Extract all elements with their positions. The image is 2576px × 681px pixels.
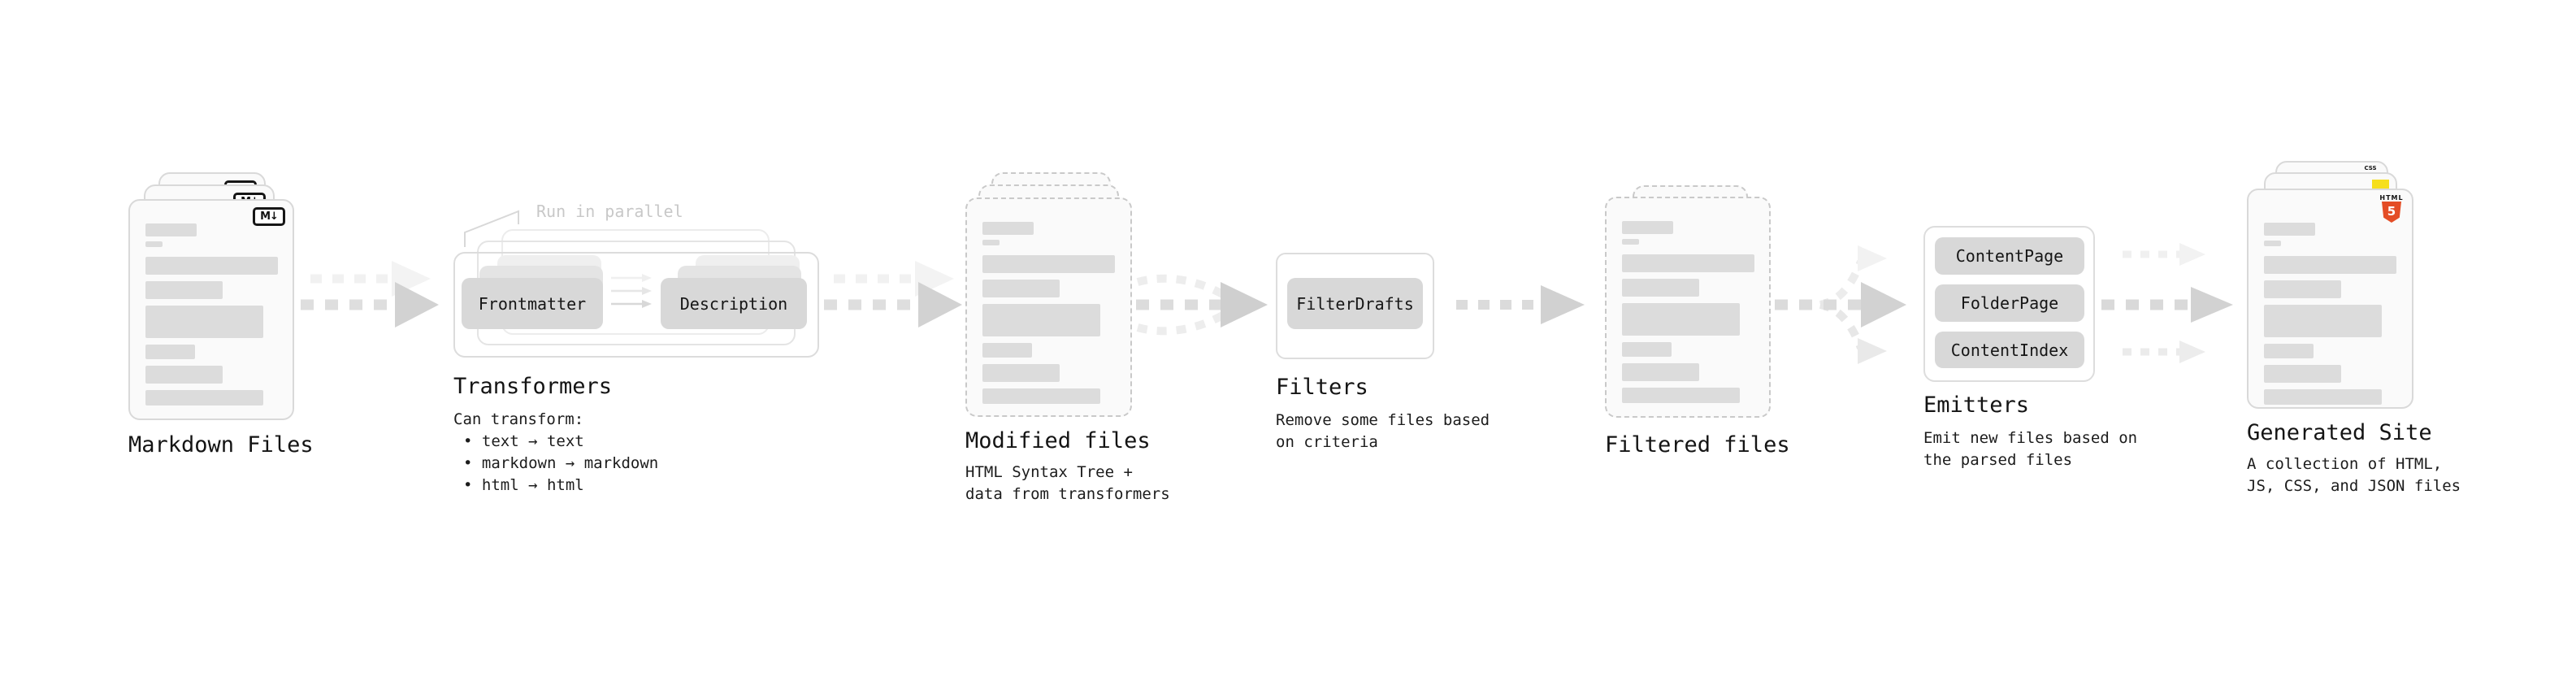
emitter-box-contentpage: ContentPage bbox=[1935, 237, 2084, 275]
markdown-file-card-front: M↓ bbox=[128, 199, 294, 420]
transformer-box-frontmatter: Frontmatter bbox=[462, 278, 603, 329]
flow-arrow-transformers-to-modified bbox=[824, 261, 962, 327]
callout-leader-line bbox=[464, 210, 519, 247]
flow-arrow-modified-to-filters bbox=[1136, 274, 1268, 336]
flow-arrow-emitter-middle bbox=[2101, 287, 2233, 323]
flow-arrow-emitter-bottom bbox=[2123, 340, 2205, 363]
css-icon-label: CSS bbox=[2364, 165, 2377, 171]
html5-icon-label: HTML bbox=[2379, 194, 2404, 202]
html5-icon: HTML 5 bbox=[2379, 194, 2404, 223]
stage-title-filters: Filters bbox=[1276, 375, 1368, 400]
flow-arrow-emitter-top bbox=[2123, 243, 2205, 266]
doc-content-placeholder bbox=[1622, 221, 1754, 403]
js-icon bbox=[2372, 180, 2389, 190]
transformer-frame-front bbox=[453, 252, 819, 358]
emitters-description: Emit new files based on the parsed files bbox=[1923, 427, 2137, 471]
desc-line: data from transformers bbox=[965, 485, 1170, 503]
desc-line: A collection of HTML, bbox=[2247, 455, 2443, 473]
modified-files-description: HTML Syntax Tree + data from transformer… bbox=[965, 462, 1170, 505]
bullet-item: • markdown → markdown bbox=[463, 454, 659, 472]
emitter-box-contentindex: ContentIndex bbox=[1935, 332, 2084, 368]
doc-content-placeholder bbox=[145, 223, 278, 406]
generated-site-description: A collection of HTML, JS, CSS, and JSON … bbox=[2247, 453, 2461, 497]
markdown-icon: M↓ bbox=[253, 207, 285, 226]
filters-description: Remove some files based on criteria bbox=[1276, 410, 1490, 453]
desc-line: JS, CSS, and JSON files bbox=[2247, 477, 2461, 495]
flow-arrow-filters-to-filtered bbox=[1456, 285, 1585, 324]
stage-label-modified-files: Modified files bbox=[965, 428, 1151, 453]
desc-line: HTML Syntax Tree + bbox=[965, 463, 1133, 481]
desc-line: Emit new files based on bbox=[1923, 429, 2138, 447]
stage-title-transformers: Transformers bbox=[453, 374, 613, 399]
generated-file-card-front: HTML 5 bbox=[2247, 189, 2413, 409]
desc-heading: Can transform: bbox=[453, 410, 584, 428]
doc-content-placeholder bbox=[2264, 223, 2396, 405]
desc-line: the parsed files bbox=[1923, 451, 2073, 469]
flow-arrow-filtered-to-emitters bbox=[1775, 245, 1906, 364]
doc-content-placeholder bbox=[982, 222, 1115, 404]
stage-title-emitters: Emitters bbox=[1923, 393, 2030, 418]
html5-shield: 5 bbox=[2382, 202, 2401, 223]
stage-label-generated-site: Generated Site bbox=[2247, 420, 2432, 445]
bullet-item: • text → text bbox=[463, 432, 584, 450]
emitter-box-folderpage: FolderPage bbox=[1935, 284, 2084, 322]
flow-arrow-markdown-to-transformers bbox=[301, 261, 439, 327]
desc-line: on criteria bbox=[1276, 433, 1378, 451]
filtered-file-card-front bbox=[1605, 197, 1771, 418]
transformer-box-description: Description bbox=[661, 278, 807, 329]
parallel-step-arrows bbox=[611, 274, 652, 308]
transformers-description: Can transform: • text → text • markdown … bbox=[453, 409, 658, 497]
stage-label-markdown-files: Markdown Files bbox=[128, 432, 314, 458]
bullet-item: • html → html bbox=[463, 476, 584, 494]
stage-label-filtered-files: Filtered files bbox=[1605, 432, 1790, 458]
filter-box-filterdrafts: FilterDrafts bbox=[1287, 278, 1423, 329]
modified-file-card-front bbox=[965, 197, 1132, 417]
desc-line: Remove some files based bbox=[1276, 411, 1490, 429]
run-in-parallel-callout: Run in parallel bbox=[536, 202, 683, 221]
